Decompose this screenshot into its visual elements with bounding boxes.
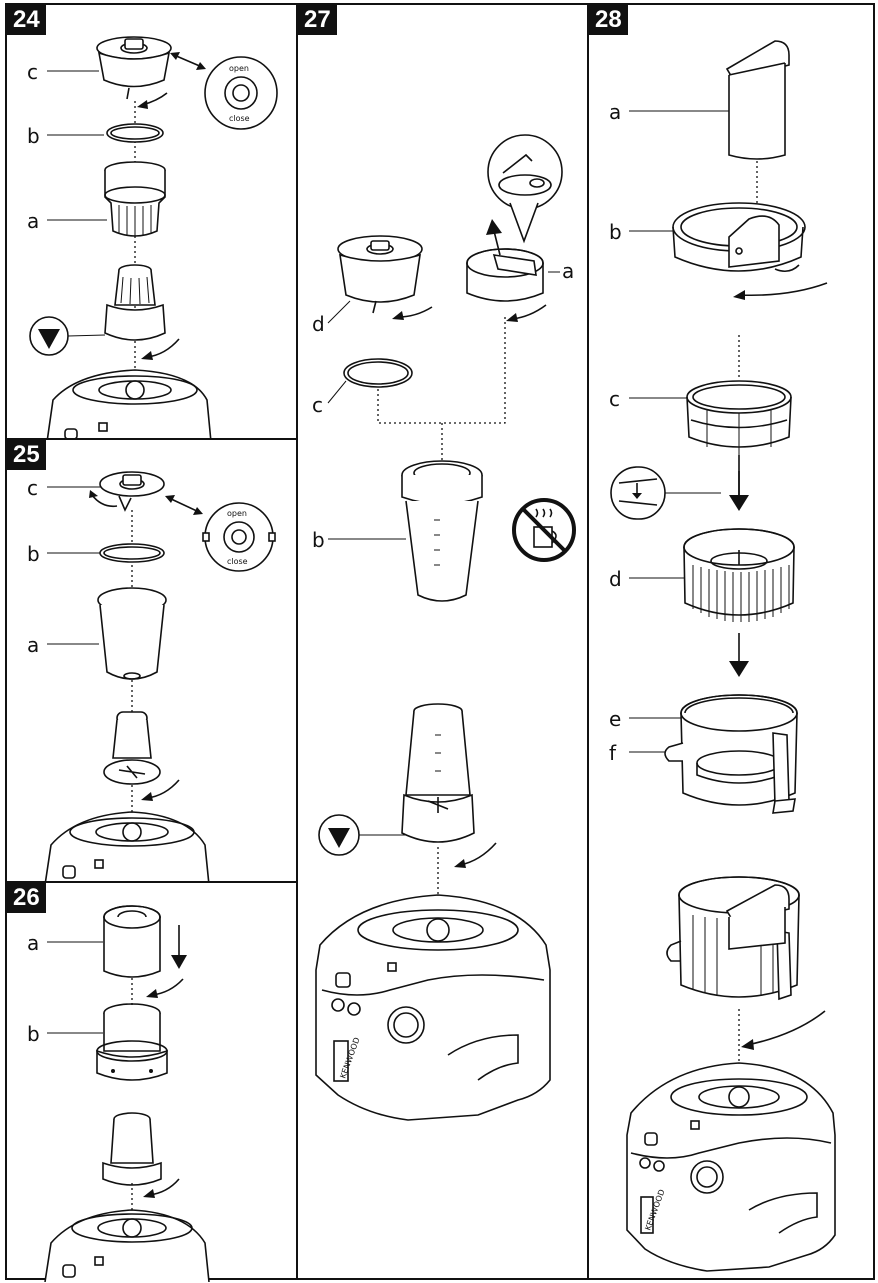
step-panel-27: 27 a d c b (296, 3, 589, 1280)
lid-open-text: open (229, 64, 249, 73)
label-27-a: a (562, 259, 575, 283)
label-25-b: b (27, 542, 40, 566)
step-panel-28: 28 a b c d e f (587, 3, 875, 1280)
label-27-b: b (312, 528, 325, 552)
lid-close-text-25: close (227, 557, 248, 566)
panel-26-illustration (44, 905, 210, 1282)
label-28-f: f (609, 741, 617, 765)
label-28-d: d (609, 567, 622, 591)
blade-unit-c (96, 36, 172, 100)
label-27-c: c (312, 393, 323, 417)
label-28-c: c (609, 387, 620, 411)
no-hot-liquids-icon (512, 498, 576, 562)
step-number-27: 27 (298, 5, 337, 35)
label-24-c: c (27, 60, 38, 84)
step-panel-24: 24 c b a open close (5, 3, 298, 442)
label-26-b: b (27, 1022, 40, 1046)
mill-jar-a (104, 161, 166, 237)
step-number-28: 28 (589, 5, 628, 35)
panel-27-illustration: KENWOOD (315, 134, 576, 1121)
lid-close-text: close (229, 114, 250, 123)
food-processor-base-24 (46, 369, 212, 442)
panel-25-illustration: open close (44, 471, 276, 885)
lock-triangle-icon-27 (318, 814, 406, 856)
label-27-d: d (312, 312, 325, 336)
panel-24-illustration: open close (29, 36, 278, 442)
label-25-c: c (27, 476, 38, 500)
food-processor-base-28: KENWOOD (626, 1062, 836, 1272)
label-25-a: a (27, 633, 40, 657)
step-panel-26: 26 a b (5, 881, 298, 1282)
label-24-a: a (27, 209, 40, 233)
step-number-25: 25 (7, 440, 46, 470)
lock-triangle-icon (29, 316, 106, 356)
label-28-e: e (609, 707, 622, 731)
step-panel-25: 25 c b a open close (5, 438, 298, 885)
food-processor-base-27: KENWOOD (315, 894, 551, 1121)
label-26-a: a (27, 931, 40, 955)
label-24-b: b (27, 124, 40, 148)
assembled-mill (104, 264, 166, 341)
lid-open-text-25: open (227, 509, 247, 518)
label-28-b: b (609, 220, 622, 244)
panel-28-illustration: KENWOOD (610, 40, 836, 1272)
label-28-a: a (609, 100, 622, 124)
lid-top-view: open close (204, 56, 278, 130)
step-number-24: 24 (7, 5, 46, 35)
step-number-26: 26 (7, 883, 46, 913)
basket-ribs (692, 565, 790, 622)
